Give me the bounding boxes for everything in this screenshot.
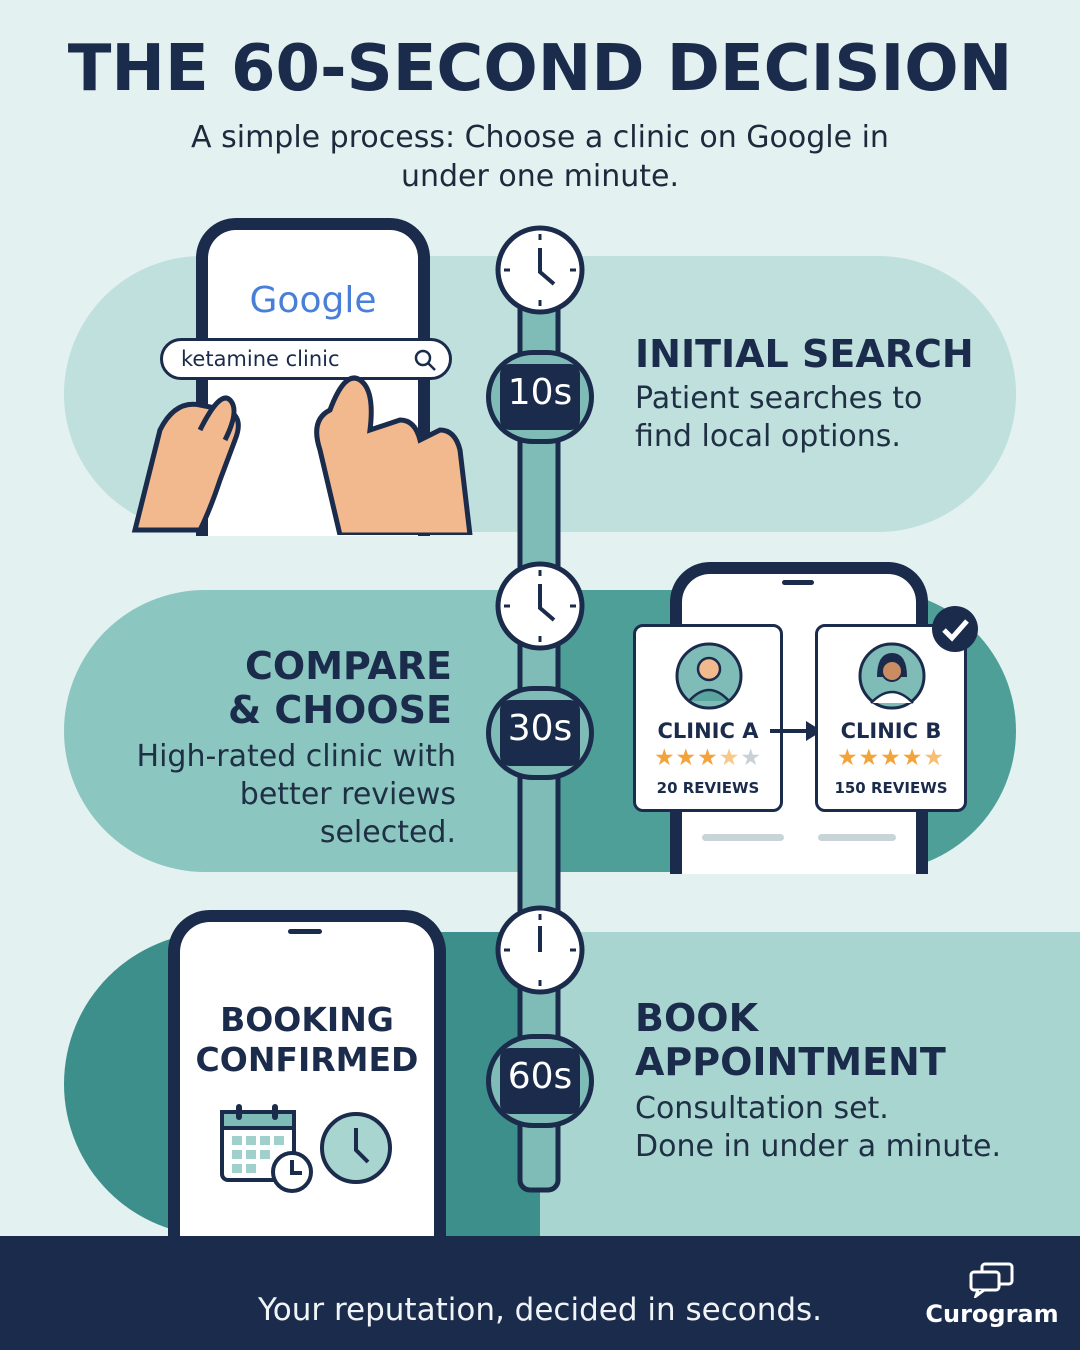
footer-tagline: Your reputation, decided in seconds. xyxy=(257,1292,823,1328)
step2-title-line2: & CHOOSE xyxy=(228,688,452,732)
google-logo: Google xyxy=(249,280,377,321)
search-icon xyxy=(414,349,436,371)
placeholder-line xyxy=(702,834,784,841)
step3-description-line2: Done in under a minute. xyxy=(635,1129,1002,1164)
clinic-b-name: CLINIC B xyxy=(840,719,942,743)
step3-description-line1: Consultation set. xyxy=(635,1091,889,1126)
step2-description: High-rated clinic with better reviews se… xyxy=(136,739,456,850)
avatar-icon xyxy=(675,642,743,710)
clinic-b-card[interactable]: CLINIC B ★★★★★ 150 REVIEWS xyxy=(815,624,967,812)
time-badge-30s: 30s xyxy=(486,686,594,780)
arrow-right-icon xyxy=(770,721,822,741)
clinic-a-reviews: 20 REVIEWS xyxy=(656,779,760,797)
step3-title-line2: APPOINTMENT xyxy=(635,1040,946,1084)
clinic-a-card[interactable]: CLINIC A ★★★★★ 20 REVIEWS xyxy=(633,624,783,812)
band-step-3-right xyxy=(540,932,1080,1236)
timeline-clock-2 xyxy=(495,561,585,651)
hands-illustration xyxy=(131,375,473,535)
page-title: THE 60-SECOND DECISION xyxy=(67,32,1013,106)
checkmark-icon xyxy=(932,606,978,652)
doctor-avatar-icon xyxy=(858,642,926,710)
step1-title: INITIAL SEARCH xyxy=(635,332,974,376)
time-badge-60s: 60s xyxy=(486,1034,594,1128)
step2-title-line1: COMPARE xyxy=(245,644,452,688)
timeline-clock-1 xyxy=(495,225,585,315)
clinic-b-rating: ★★★★★ xyxy=(836,745,946,771)
band-step-2-left xyxy=(64,590,664,872)
step1-description: Patient searches to find local options. xyxy=(635,381,923,454)
booking-line1: BOOKING xyxy=(220,1000,394,1039)
phone-notch xyxy=(288,929,322,934)
calendar-icon xyxy=(220,1104,313,1193)
footer-bar xyxy=(0,1236,1080,1350)
step3-title-line1: BOOK xyxy=(635,996,759,1040)
search-query-text: ketamine clinic xyxy=(181,347,340,371)
brand-logo-text: Curogram xyxy=(925,1300,1059,1328)
clinic-b-reviews: 150 REVIEWS xyxy=(834,779,948,797)
chat-bubbles-icon xyxy=(969,1262,1014,1298)
clock-icon xyxy=(320,1112,392,1184)
booking-line2: CONFIRMED xyxy=(195,1040,419,1079)
clinic-a-rating: ★★★★★ xyxy=(653,745,763,771)
search-input[interactable]: ketamine clinic xyxy=(160,338,452,380)
timeline-clock-3 xyxy=(495,905,585,995)
phone-notch xyxy=(782,580,814,585)
booking-confirmed-text: BOOKING CONFIRMED xyxy=(184,1000,430,1080)
clinic-a-name: CLINIC A xyxy=(657,719,759,743)
page-subtitle: A simple process: Choose a clinic on Goo… xyxy=(191,120,889,194)
time-badge-10s: 10s xyxy=(486,350,594,444)
placeholder-line xyxy=(818,834,896,841)
